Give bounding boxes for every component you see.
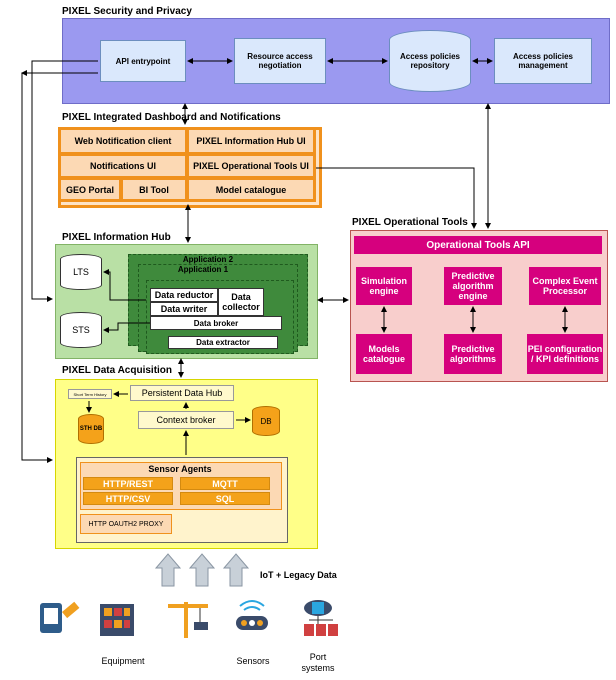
oauth-proxy-box[interactable]: HTTP OAUTH2 PROXY — [80, 514, 172, 534]
data-collector-box[interactable]: Data collector — [218, 288, 264, 316]
data-reductor-box[interactable]: Data reductor — [150, 288, 218, 302]
http-rest-box[interactable]: HTTP/REST — [83, 477, 173, 490]
crane-icon — [168, 602, 208, 638]
warehouse-icon — [100, 604, 134, 636]
persistent-data-hub-box[interactable]: Persistent Data Hub — [130, 385, 234, 401]
sth-db-cylinder[interactable]: STH DB — [78, 414, 104, 444]
sensors-label: Sensors — [236, 656, 270, 666]
cloud-database-icon — [304, 600, 338, 636]
info-hub-title: PIXEL Information Hub — [62, 232, 171, 243]
handheld-icon — [40, 601, 80, 633]
acquisition-title: PIXEL Data Acquisition — [62, 365, 173, 376]
predictive-algorithms-box[interactable]: Predictive algorithms — [444, 334, 502, 374]
equipment-label: Equipment — [101, 656, 145, 666]
sensor-icon — [236, 600, 268, 630]
models-catalogue-box[interactable]: Models catalogue — [356, 334, 412, 374]
model-catalogue-box[interactable]: Model catalogue — [186, 177, 316, 202]
data-writer-box[interactable]: Data writer — [150, 302, 218, 316]
db-cylinder[interactable]: DB — [252, 406, 280, 436]
api-entrypoint-box[interactable]: API entrypoint — [100, 40, 186, 82]
security-title: PIXEL Security and Privacy — [62, 6, 192, 17]
policies-repository-cylinder[interactable]: Access policies repository — [389, 30, 471, 92]
http-csv-box[interactable]: HTTP/CSV — [83, 492, 173, 505]
bi-tool-box[interactable]: BI Tool — [120, 177, 188, 202]
simulation-engine-box[interactable]: Simulation engine — [356, 267, 412, 305]
iot-legacy-label: IoT + Legacy Data — [260, 570, 337, 580]
dashboard-title: PIXEL Integrated Dashboard and Notificat… — [62, 112, 281, 123]
data-extractor-box[interactable]: Data extractor — [168, 336, 278, 349]
complex-event-box[interactable]: Complex Event Processor — [529, 267, 601, 305]
pei-config-box[interactable]: PEI configuration / KPI definitions — [527, 334, 603, 374]
context-broker-box[interactable]: Context broker — [138, 411, 234, 429]
resource-access-box[interactable]: Resource access negotiation — [234, 38, 326, 84]
data-broker-box[interactable]: Data broker — [150, 316, 282, 330]
port-systems-label: Port systems — [301, 652, 335, 673]
short-term-history-box[interactable]: Short Term History — [68, 389, 112, 399]
op-tools-title: PIXEL Operational Tools — [352, 217, 468, 228]
application2-label: Application 2 — [182, 255, 234, 264]
application1-label: Application 1 — [177, 265, 229, 274]
op-tools-api-box[interactable]: Operational Tools API — [354, 236, 602, 254]
sensor-agents-label: Sensor Agents — [148, 464, 212, 474]
lts-cylinder[interactable]: LTS — [60, 254, 102, 290]
mqtt-box[interactable]: MQTT — [180, 477, 270, 490]
policies-management-box[interactable]: Access policies management — [494, 38, 592, 84]
sts-cylinder[interactable]: STS — [60, 312, 102, 348]
info-hub-ui-box[interactable]: PIXEL Information Hub UI — [186, 127, 316, 155]
predictive-engine-box[interactable]: Predictive algorithm engine — [444, 267, 502, 305]
sql-box[interactable]: SQL — [180, 492, 270, 505]
